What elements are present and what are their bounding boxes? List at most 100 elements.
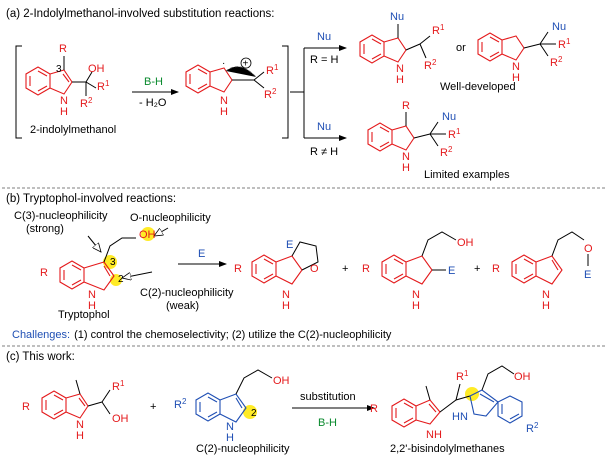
dot-mark: ·	[222, 58, 225, 69]
atom-R-p6: R	[492, 263, 500, 275]
atom-R1-p3: R1	[448, 127, 461, 141]
pos-2-trp: 2	[118, 274, 124, 285]
or-text: or	[456, 42, 466, 54]
atom-R-c: R	[22, 401, 30, 413]
atom-N-p5: N	[412, 289, 420, 301]
atom-N-p3: N	[402, 151, 410, 163]
atom-N-trp: N	[88, 289, 96, 301]
arrow-o	[154, 227, 169, 236]
atom-NH-prod: NH	[426, 429, 442, 441]
section-a-heading: (a) 2-Indolylmethanol-involved substitut…	[6, 8, 274, 20]
atom-R2-p2: R2	[550, 55, 563, 69]
atom-N-c2: N	[226, 421, 234, 433]
pos-3-trp: 3	[110, 257, 116, 268]
atom-H: H	[60, 106, 68, 118]
atom-R1-prod: R1	[456, 369, 469, 383]
cond-top: R = H	[310, 54, 338, 66]
atom-R-prod: R	[370, 403, 378, 415]
atom-R-trp: R	[40, 267, 48, 279]
bisindolylmethane-product: R1 OH R2 R NH HN	[370, 365, 539, 441]
atom-H-trp: H	[88, 300, 96, 312]
atom-R-p3: R	[402, 100, 410, 112]
nu-bottom: Nu	[317, 121, 331, 133]
atom-H-p5: H	[412, 300, 420, 312]
bracket-right	[282, 45, 289, 139]
atom-OH-prod: OH	[514, 371, 531, 383]
arrow-c2	[122, 271, 153, 278]
nuc-label: C(2)-nucleophilicity	[196, 443, 290, 455]
atom-R1-p1: R1	[432, 23, 445, 37]
reagent-subst: substitution	[300, 391, 356, 403]
nu-top: Nu	[317, 31, 331, 43]
product-label: 2,2'-bisindolylmethanes	[390, 443, 505, 455]
atom-N: N	[60, 95, 68, 107]
atom-E-p5: E	[448, 265, 455, 277]
atom-N-c: N	[76, 419, 84, 431]
c2-label: C(2)-nucleophilicity	[140, 287, 234, 299]
atom-H-p3: H	[402, 162, 410, 174]
sm-label-b: Tryptophol	[58, 309, 110, 321]
atom-Nu-p2: Nu	[552, 21, 566, 33]
atom-H-int: H	[220, 106, 228, 118]
atom-OH-c2: OH	[273, 375, 290, 387]
o-label: O-nucleophilicity	[130, 212, 211, 224]
atom-R2: R2	[80, 96, 93, 110]
pos-2-c: 2	[251, 408, 257, 419]
tryptophol-c: OH R2 2 N H	[174, 369, 290, 444]
atom-E-p6: E	[584, 269, 591, 281]
atom-H-p6: H	[542, 300, 550, 312]
atom-N-p4: N	[282, 289, 290, 301]
atom-Nu-p3: Nu	[442, 111, 456, 123]
atom-R1-c: R1	[112, 379, 125, 393]
pos-3: 3	[56, 64, 62, 75]
atom-E-p4: E	[286, 239, 293, 251]
plus-c: +	[150, 401, 156, 413]
challenges-text: (1) control the chemoselectivity; (2) ut…	[74, 329, 392, 341]
product-a-cnu: Nu R1 R2 N H	[477, 21, 571, 84]
reagent-bh-a: B-H	[144, 76, 163, 88]
atom-R1: R1	[97, 79, 110, 93]
challenges: Challenges: (1) control the chemoselectiv…	[12, 329, 392, 341]
reagent-bh-c: B-H	[318, 417, 337, 429]
c2-strength: (weak)	[166, 300, 199, 312]
carbocation-intermediate: + · R1 R2 N H	[185, 57, 279, 118]
atom-O-p4: O	[310, 263, 319, 275]
reagent-h2o-a: - H₂O	[139, 97, 167, 109]
atom-OH: OH	[88, 63, 105, 75]
atom-N-p6: N	[542, 289, 550, 301]
atom-OH-c: OH	[112, 413, 129, 425]
atom-N-int: N	[220, 95, 228, 107]
section-b-heading: (b) Tryptophol-involved reactions:	[6, 193, 176, 205]
atom-R1-p2: R1	[558, 37, 571, 51]
bracket-left	[15, 45, 22, 139]
atom-N-p2: N	[512, 61, 520, 73]
atom-H-c2: H	[226, 432, 234, 444]
atom-N-p1: N	[396, 63, 404, 75]
atom-R2-p1: R2	[424, 58, 437, 72]
atom-H-c: H	[76, 430, 84, 442]
product-b-c2: OH E R N H	[362, 231, 474, 312]
challenges-label: Challenges:	[12, 329, 70, 341]
result-top: Well-developed	[440, 81, 516, 93]
atom-OH-trp: OH	[139, 229, 156, 241]
atom-H-p2: H	[512, 72, 520, 84]
atom-R2-c: R2	[174, 397, 187, 411]
atom-H-p4: H	[282, 300, 290, 312]
c3-label: C(3)-nucleophilicity	[14, 210, 108, 222]
atom-OH-p5: OH	[457, 237, 474, 249]
reagent-e: E	[198, 248, 205, 260]
cond-bottom: R ≠ H	[310, 146, 338, 158]
atom-R2-int: R2	[264, 87, 277, 101]
product-b-cyclized: E O R N H	[234, 239, 319, 312]
tryptophol: R OH 3 2 N H	[40, 227, 169, 312]
atom-R-p5: R	[362, 263, 370, 275]
atom-HN-prod: HN	[452, 411, 468, 423]
indolylmethanol-a: R 3 OH R1 R2 N H	[25, 43, 110, 118]
atom-H-p1: H	[396, 74, 404, 86]
product-b-oe: O E R N H	[492, 231, 593, 312]
indolylmethanol-c: R R1 OH N H	[22, 379, 129, 442]
c3-strength: (strong)	[26, 223, 64, 235]
atom-R1-int: R1	[266, 63, 279, 77]
atom-O-p6: O	[584, 243, 593, 255]
